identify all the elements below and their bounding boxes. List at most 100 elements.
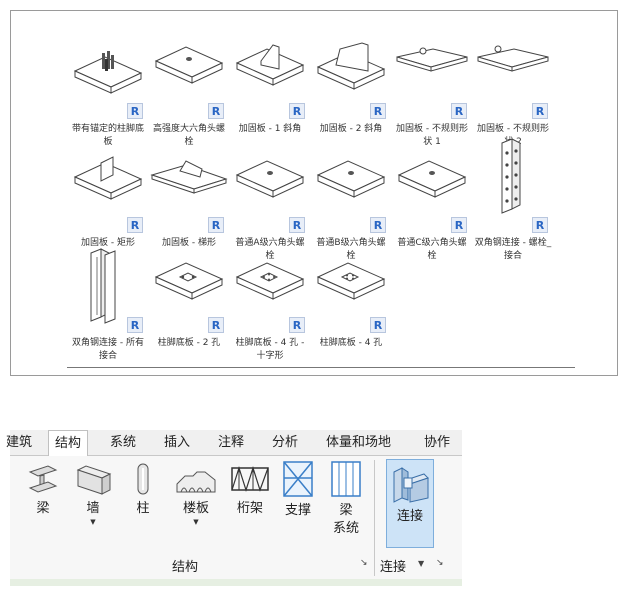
revit-badge-icon: R — [289, 317, 305, 333]
ribbon-panel: 梁 墙 ▼ 柱 楼板 ▼ — [10, 456, 462, 579]
connection-icon — [393, 467, 429, 503]
dropdown-arrow-icon[interactable]: ▼ — [90, 518, 96, 526]
ribbon-tab-bar: 建筑 结构 系统 插入 注释 分析 体量和场地 协作 — [6, 430, 462, 457]
revit-badge-icon: R — [451, 103, 467, 119]
stiffener-2-chamfer-icon — [316, 42, 386, 90]
base-plate-2-hole-icon — [154, 262, 224, 300]
revit-badge-icon: R — [370, 103, 386, 119]
revit-badge-icon: R — [532, 217, 548, 233]
dialog-launcher-icon[interactable]: ↘ — [360, 558, 368, 568]
family-item-label: 加固板 - 矩形 — [81, 238, 135, 248]
family-item[interactable]: R 高强度大六角头螺栓 — [150, 35, 228, 149]
dialog-launcher-icon[interactable]: ↘ — [436, 558, 444, 568]
tab-collaborate[interactable]: 协作 — [424, 435, 451, 450]
tab-systems[interactable]: 系统 — [110, 435, 137, 450]
connection-label: 连接 — [396, 509, 423, 524]
tab-analyze[interactable]: 分析 — [272, 435, 299, 450]
family-item[interactable]: R 柱脚底板 - 4 孔 — [312, 249, 390, 350]
family-item[interactable]: R 普通B级六角头螺栓 — [312, 149, 390, 263]
revit-badge-icon: R — [289, 217, 305, 233]
base-plate-anchors-icon — [73, 51, 143, 94]
beam-button[interactable]: 梁 — [22, 462, 64, 518]
revit-badge-icon: R — [370, 217, 386, 233]
dropdown-arrow-icon[interactable]: ▼ — [193, 518, 199, 526]
column-label: 柱 — [136, 501, 150, 516]
tab-architecture[interactable]: 建筑 — [6, 435, 33, 450]
stiffener-rectangle-icon — [73, 156, 143, 200]
family-item-label: 高强度大六角头螺栓 — [152, 124, 225, 147]
structure-group-label: 结构 — [172, 560, 199, 575]
stiffener-1-chamfer-icon — [235, 44, 305, 86]
family-item-label: 加固板 - 2 斜角 — [319, 124, 383, 134]
family-item[interactable]: R 带有锚定的柱脚底板 — [69, 35, 147, 149]
bolt-grade-b-icon — [316, 160, 386, 198]
wall-icon — [76, 465, 112, 495]
brace-button[interactable]: 支撑 — [278, 460, 318, 520]
family-item-label: 普通B级六角头螺栓 — [316, 238, 386, 261]
divider — [67, 367, 575, 368]
beam-label: 梁 — [36, 501, 50, 516]
floor-label: 楼板 — [182, 501, 209, 516]
hex-bolt-plate-icon — [154, 46, 224, 84]
family-item[interactable]: R 双角钢连接 - 螺栓_接合 — [474, 135, 552, 263]
family-item-label: 普通C级六角头螺栓 — [397, 238, 467, 261]
family-item-label: 加固板 - 1 斜角 — [238, 124, 302, 134]
brace-label: 支撑 — [284, 503, 311, 518]
family-item-label: 柱脚底板 - 4 孔 — [319, 338, 383, 348]
tab-insert[interactable]: 插入 — [164, 435, 191, 450]
family-item[interactable]: R 普通C级六角头螺栓 — [393, 149, 471, 263]
revit-badge-icon: R — [208, 103, 224, 119]
family-item-label: 带有锚定的柱脚底板 — [71, 124, 144, 147]
bolt-grade-a-icon — [235, 160, 305, 198]
column-icon — [137, 463, 149, 495]
double-angle-all-icon — [90, 248, 116, 324]
family-item[interactable]: R 加固板 - 不规则形状 2 — [474, 35, 552, 149]
connection-group-label: 连接 — [380, 560, 407, 575]
base-plate-4-hole-icon — [316, 262, 386, 300]
family-item[interactable]: R 普通A级六角头螺栓 — [231, 149, 309, 263]
tab-massing-site[interactable]: 体量和场地 — [326, 435, 392, 450]
revit-badge-icon: R — [370, 317, 386, 333]
connection-button[interactable]: 连接 — [386, 459, 434, 548]
family-item-label: 柱脚底板 - 4 孔 - 十字形 — [235, 338, 305, 361]
brace-icon — [283, 461, 313, 497]
wall-button[interactable]: 墙 ▼ — [72, 462, 114, 526]
family-item-label: 双角钢连接 - 螺栓_接合 — [474, 238, 552, 261]
family-item[interactable]: R 加固板 - 不规则形状 1 — [393, 35, 471, 149]
family-item-label: 加固板 - 不规则形状 1 — [396, 124, 468, 147]
beam-system-label: 梁 系统 — [326, 502, 366, 538]
group-separator — [374, 460, 375, 576]
family-item-label: 普通A级六角头螺栓 — [235, 238, 305, 261]
truss-button[interactable]: 桁架 — [228, 462, 272, 518]
beam-system-button[interactable]: 梁 系统 — [326, 460, 366, 538]
wall-label: 墙 — [86, 501, 100, 516]
family-item[interactable]: R 加固板 - 1 斜角 — [231, 35, 309, 136]
dropdown-arrow-icon[interactable]: ▼ — [418, 559, 425, 568]
family-item[interactable]: R 加固板 - 矩形 — [69, 149, 147, 250]
beam-system-icon — [331, 461, 361, 497]
beam-system-label-line2: 系统 — [332, 521, 359, 536]
family-item[interactable]: R 加固板 - 梯形 — [150, 149, 228, 250]
stiffener-trapezoid-icon — [150, 160, 228, 194]
floor-button[interactable]: 楼板 ▼ — [172, 462, 220, 526]
tab-structure[interactable]: 结构 — [48, 430, 89, 457]
base-plate-4-hole-cross-icon — [235, 262, 305, 300]
family-item[interactable]: R 加固板 - 2 斜角 — [312, 35, 390, 136]
family-item[interactable]: R 双角钢连接 - 所有接合 — [69, 247, 147, 363]
column-button[interactable]: 柱 — [122, 462, 164, 518]
stiffener-irregular-2-icon — [477, 45, 549, 72]
family-item[interactable]: R 柱脚底板 - 4 孔 - 十字形 — [231, 249, 309, 363]
stiffener-irregular-1-icon — [396, 47, 468, 72]
family-item[interactable]: R 柱脚底板 - 2 孔 — [150, 249, 228, 350]
revit-badge-icon: R — [289, 103, 305, 119]
revit-badge-icon: R — [451, 217, 467, 233]
revit-badge-icon: R — [127, 317, 143, 333]
revit-badge-icon: R — [532, 103, 548, 119]
family-item-label: 加固板 - 梯形 — [162, 238, 216, 248]
revit-badge-icon: R — [208, 217, 224, 233]
family-item-label: 柱脚底板 - 2 孔 — [157, 338, 221, 348]
double-angle-bolted-icon — [501, 138, 521, 214]
revit-badge-icon: R — [208, 317, 224, 333]
ribbon-footer — [10, 579, 462, 586]
tab-annotate[interactable]: 注释 — [218, 435, 245, 450]
